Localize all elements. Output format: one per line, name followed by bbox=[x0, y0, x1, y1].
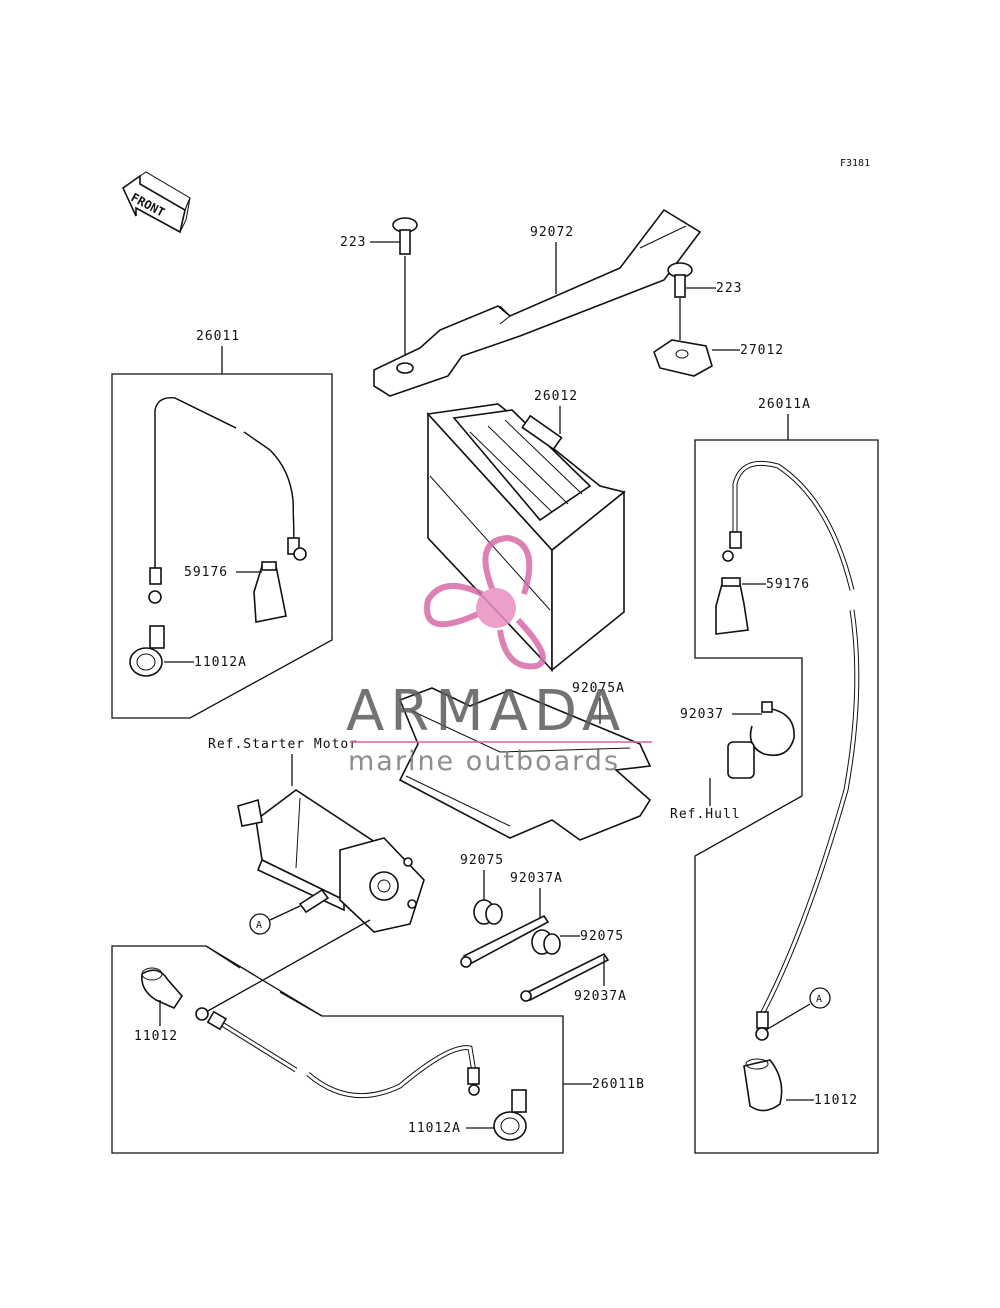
grommet-92075-a bbox=[473, 899, 503, 925]
figure-code: F3181 bbox=[840, 158, 870, 169]
callout-92037a-a: 92037A bbox=[510, 871, 563, 886]
battery-26012 bbox=[426, 403, 626, 673]
group-box-26011 bbox=[111, 373, 333, 719]
callout-92072: 92072 bbox=[530, 225, 574, 240]
group-box-26011a bbox=[694, 439, 879, 1154]
terminal-boot-11012a bbox=[129, 625, 165, 677]
clip-92037a-b bbox=[520, 952, 610, 1002]
callout-11012-left: 11012 bbox=[134, 1029, 178, 1044]
marker-a-right-circle bbox=[809, 987, 831, 1009]
callout-26011b: 26011B bbox=[592, 1077, 645, 1092]
clamp-92037 bbox=[749, 701, 795, 757]
front-arrow-icon: FRONT bbox=[121, 171, 191, 234]
terminal-cover-59176-right bbox=[715, 577, 749, 635]
battery-cable-26011b bbox=[195, 1007, 480, 1099]
callout-92075-a: 92075 bbox=[460, 853, 504, 868]
callout-11012a-bottom: 11012A bbox=[408, 1121, 461, 1136]
callout-26011a: 26011A bbox=[758, 397, 811, 412]
armada-watermark: ARMADA marine outboards bbox=[346, 534, 652, 777]
marker-a-right: A bbox=[816, 994, 822, 1005]
terminal-boot-11012-right bbox=[743, 1058, 783, 1112]
callout-11012-right: 11012 bbox=[814, 1093, 858, 1108]
bracket-27012 bbox=[653, 339, 713, 377]
callout-59176-right: 59176 bbox=[766, 577, 810, 592]
battery-tray-92075a bbox=[398, 687, 652, 841]
callout-92037: 92037 bbox=[680, 707, 724, 722]
watermark-brand: ARMADA bbox=[346, 679, 626, 744]
terminal-boot-11012-left bbox=[140, 967, 184, 1010]
hull-vent-icon bbox=[727, 741, 755, 779]
screw-223-right bbox=[667, 262, 693, 298]
callout-11012a-left: 11012A bbox=[194, 655, 247, 670]
starter-bolt bbox=[298, 888, 330, 914]
battery-cable-26011 bbox=[148, 397, 307, 604]
callout-27012: 27012 bbox=[740, 343, 784, 358]
callout-26011: 26011 bbox=[196, 329, 240, 344]
ref-hull-label: Ref.Hull bbox=[670, 807, 741, 822]
callout-59176-left: 59176 bbox=[184, 565, 228, 580]
ref-starter-label: Ref.Starter Motor bbox=[208, 737, 358, 752]
propeller-logo-icon bbox=[424, 534, 546, 670]
callout-92037a-b: 92037A bbox=[574, 989, 627, 1004]
marker-a-left-circle bbox=[249, 913, 271, 935]
grommet-92075-b bbox=[531, 929, 561, 955]
callout-92075-b: 92075 bbox=[580, 929, 624, 944]
battery-cable-26011a bbox=[722, 460, 860, 1041]
marker-a-left: A bbox=[256, 920, 262, 931]
clip-92037a-a bbox=[460, 914, 550, 968]
screw-223-top bbox=[392, 217, 418, 255]
battery-strap-92072 bbox=[373, 208, 702, 397]
callout-26012: 26012 bbox=[534, 389, 578, 404]
starter-motor bbox=[237, 789, 425, 933]
terminal-cover-59176 bbox=[253, 561, 287, 623]
callout-92075a: 92075A bbox=[572, 681, 625, 696]
watermark-tagline: marine outboards bbox=[348, 746, 620, 777]
callout-223-right: 223 bbox=[716, 281, 742, 296]
terminal-boot-11012a-bottom bbox=[493, 1089, 527, 1141]
callout-223-top: 223 bbox=[340, 235, 366, 250]
